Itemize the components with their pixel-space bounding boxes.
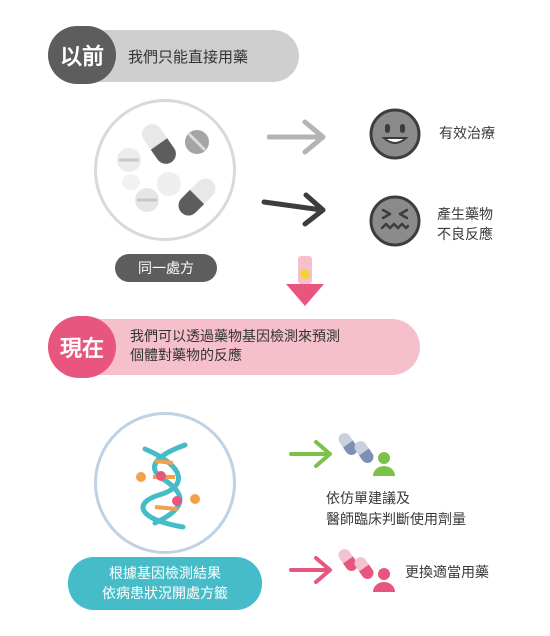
result-dose-line1: 依仿單建議及: [326, 491, 410, 507]
result-switch: 更換適當用藥: [405, 565, 489, 581]
arrow-to-bad: [261, 192, 326, 227]
happy-face-icon: [369, 108, 421, 160]
pills-circle: [94, 99, 236, 241]
prescription-pill: 同一處方: [115, 254, 217, 282]
now-caption-pill: 我們可以透過藥物基因檢測來預測 個體對藥物的反應: [70, 319, 420, 375]
arrow-to-good: [267, 119, 326, 155]
basis-line2: 依病患狀況開處方籤: [102, 585, 228, 602]
now-badge-text: 現在: [59, 337, 104, 362]
now-caption-line2: 個體對藥物的反應: [130, 348, 242, 364]
now-caption-line1: 我們可以透過藥物基因檢測來預測: [130, 329, 340, 345]
past-badge-text: 以前: [59, 45, 104, 70]
outcome-bad-line2: 不良反應: [437, 227, 493, 243]
dna-icon: [136, 442, 200, 530]
pills-icon: [117, 124, 216, 216]
arrow-to-switch: [289, 556, 332, 584]
capsule-person-icon: [338, 549, 395, 592]
basis-pill: 根據基因檢測結果 依病患狀況開處方籤: [68, 557, 262, 610]
sick-face-icon: [369, 195, 421, 247]
past-badge: 以前: [48, 26, 116, 84]
arrow-to-dose: [289, 440, 332, 468]
now-badge: 現在: [48, 316, 116, 378]
outcome-bad: 產生藥物 不良反應: [437, 205, 493, 245]
basis-line1: 根據基因檢測結果: [109, 565, 221, 582]
past-caption: 我們只能直接用藥: [128, 47, 249, 66]
result-dose-line2: 醫師臨床判斷使用劑量: [326, 512, 466, 528]
outcome-bad-line1: 產生藥物: [437, 207, 493, 223]
capsule-person-icon: [338, 433, 395, 476]
outcome-good: 有效治療: [439, 126, 495, 142]
result-dose: 依仿單建議及 醫師臨床判斷使用劑量: [326, 489, 466, 531]
dna-circle: [94, 412, 236, 554]
transition-arrow: [286, 256, 324, 306]
prescription-label: 同一處方: [138, 261, 194, 277]
